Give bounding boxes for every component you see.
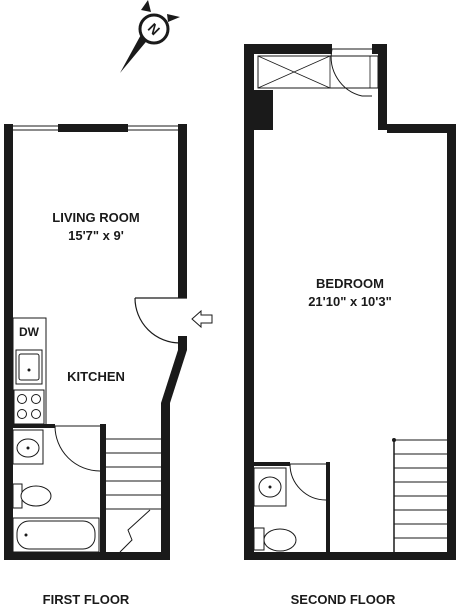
compass-east-arrow [167,14,180,22]
bedroom-label: BEDROOM [316,276,384,291]
wall [4,124,13,559]
balcony-door [330,48,372,97]
wall [13,424,55,428]
bedroom-size: 21'10" x 10'3" [308,294,392,309]
bathroom-door [54,425,101,472]
compass-needle [120,31,150,73]
skylight [257,55,379,89]
first-floor-caption: FIRST FLOOR [43,592,130,607]
wall [244,44,332,54]
compass-north-arrow [141,0,151,12]
wall [58,124,128,132]
wall [178,336,187,350]
wall [4,552,170,560]
bathroom-sink-icon [253,467,287,507]
wall [161,403,170,559]
toilet-icon [12,483,52,509]
first-floor-plan: DW [4,124,213,560]
stair-break-line [119,509,151,553]
stairs [392,438,447,552]
wall [244,552,456,560]
sink-icon [15,349,43,385]
kitchen-label: KITCHEN [67,369,125,384]
living-room-label: LIVING ROOM [52,210,139,225]
second-floor-plan: BEDROOM 21'10" x 10'3" [244,44,456,560]
kitchen-counter: DW [12,317,47,427]
window [12,125,58,131]
compass: N [120,0,180,73]
wall [254,462,290,466]
wall [387,124,447,133]
stove-icon [13,389,45,425]
wall [378,44,387,130]
wall [161,350,187,403]
closet-block [254,90,273,130]
wall [244,44,254,560]
window [128,125,178,131]
compass-ring [138,13,170,45]
dishwasher-label: DW [19,325,40,339]
living-room-size: 15'7" x 9' [68,228,124,243]
wall [178,124,187,298]
bathroom-sink-icon [12,429,44,465]
wall [326,462,330,554]
bathroom-door [289,463,327,501]
stairs [106,438,161,553]
entry-arrow-icon [191,309,213,329]
second-floor-caption: SECOND FLOOR [291,592,396,607]
toilet-icon [253,527,297,552]
entry-door [134,297,187,344]
bathtub-icon [12,517,100,553]
wall [447,124,456,560]
wall [100,424,106,554]
